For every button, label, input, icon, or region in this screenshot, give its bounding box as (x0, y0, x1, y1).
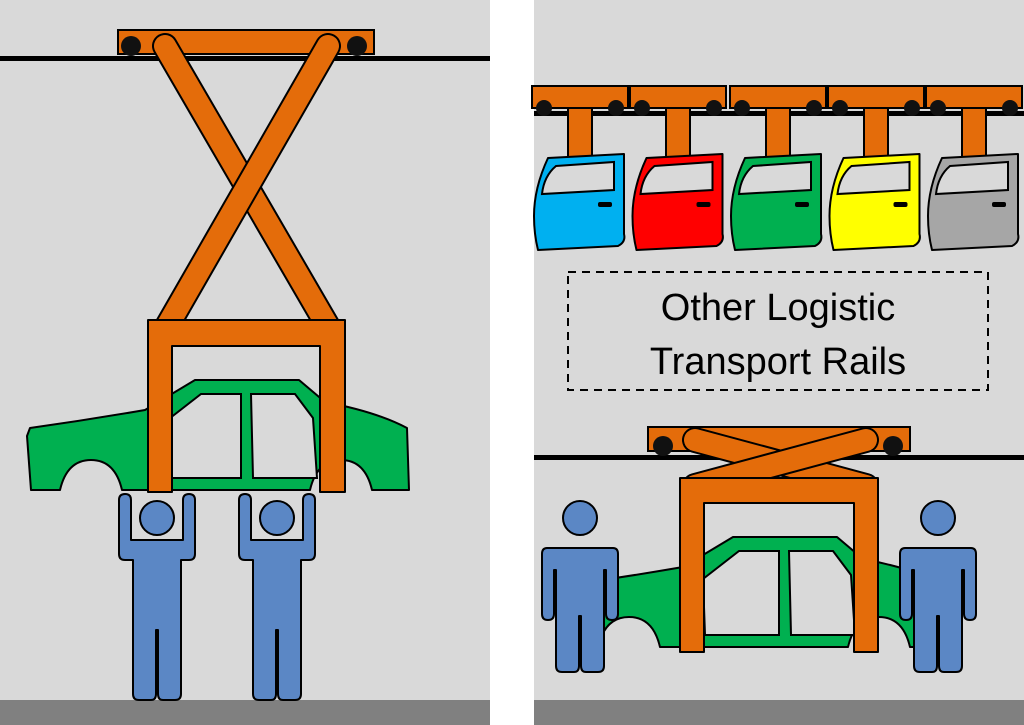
panel-divider (490, 0, 534, 725)
left-overhead-rail (0, 56, 490, 61)
car-door-icon (533, 153, 626, 251)
door-blue (533, 153, 626, 251)
left-panel (0, 0, 490, 725)
door-row (533, 153, 1020, 251)
car-door-icon (730, 153, 823, 251)
scissor-lift-raised (147, 33, 346, 493)
car-door-icon (927, 153, 1020, 251)
left-floor (0, 700, 490, 725)
car-door-icon (828, 153, 921, 251)
other-rails-box (567, 271, 989, 391)
door-green (730, 153, 823, 251)
door-yellow (828, 153, 921, 251)
door-red (631, 153, 724, 251)
car-door-icon (631, 153, 724, 251)
left-background (0, 0, 490, 725)
right-floor (534, 700, 1024, 725)
door-gray (927, 153, 1020, 251)
scissor-lift-lowered (679, 427, 879, 653)
label-line-2: Transport Rails (650, 341, 906, 383)
right-panel: Other Logistic Transport Rails (531, 0, 1024, 725)
label-line-1: Other Logistic (661, 287, 895, 329)
